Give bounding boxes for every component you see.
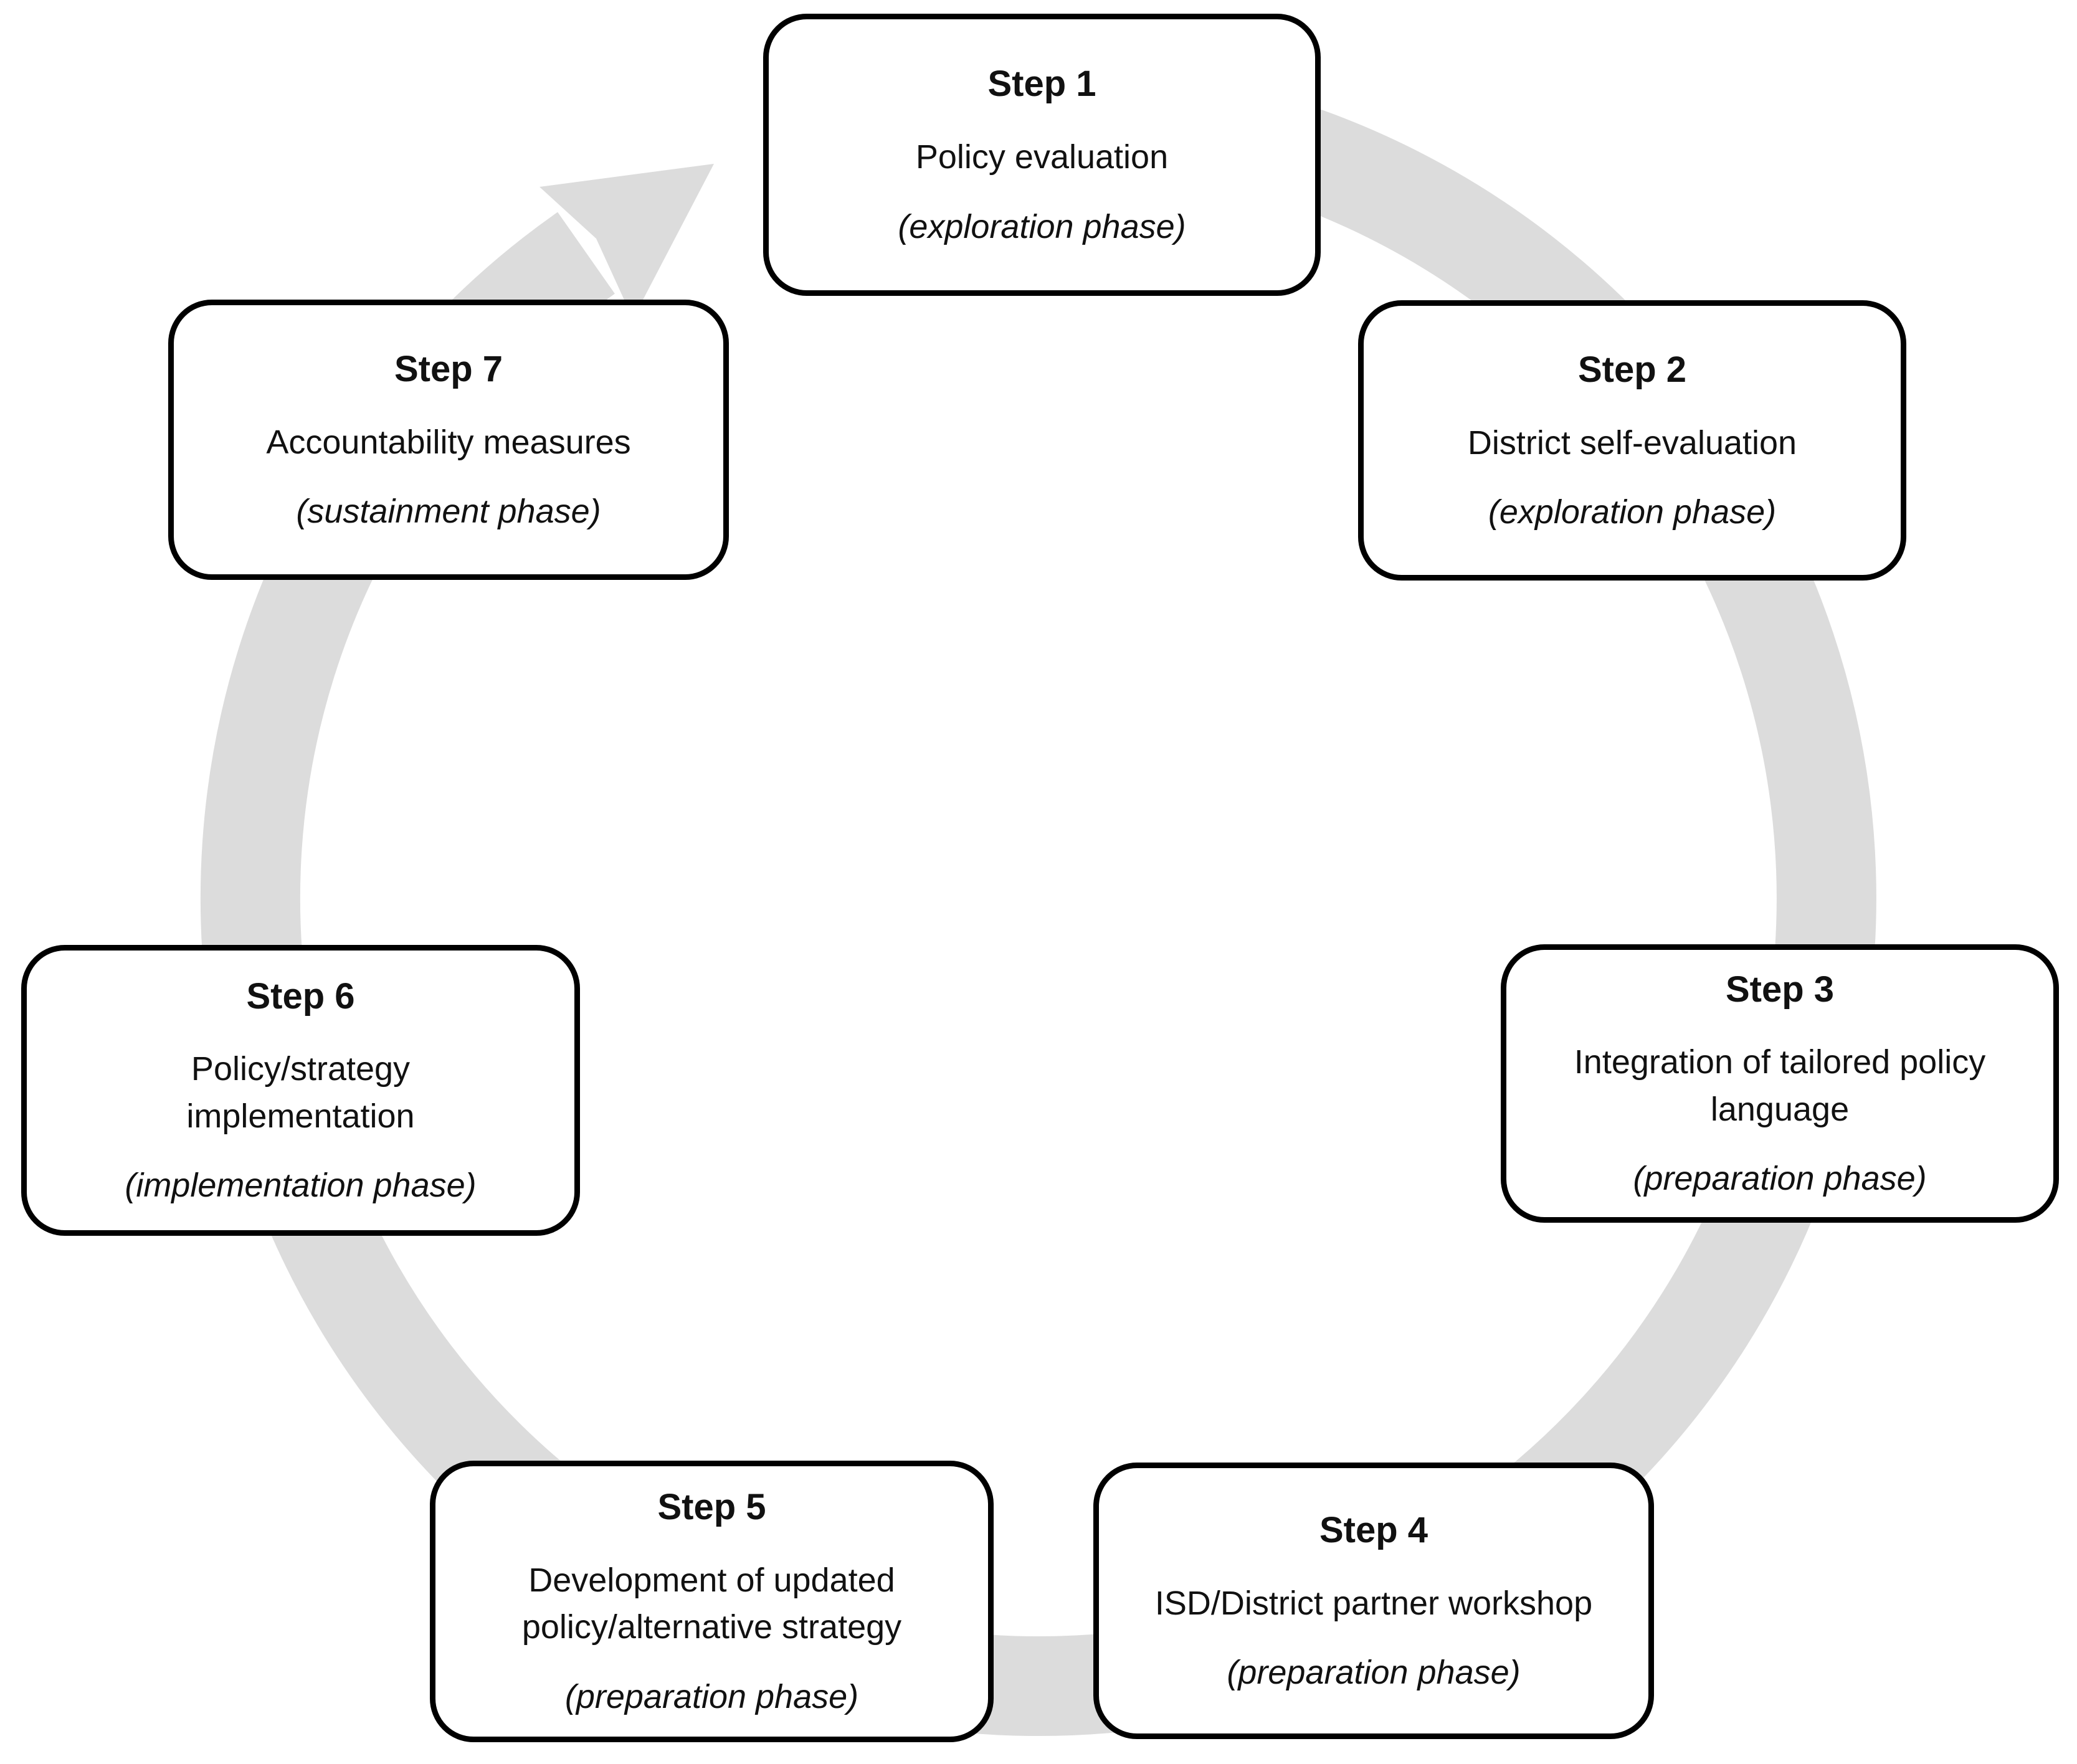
step-title: Step 6: [246, 975, 355, 1017]
step-phase: (sustainment phase): [296, 493, 601, 531]
step-box-2: Step 2 District self-evaluation (explora…: [1358, 300, 1906, 581]
step-title: Step 2: [1577, 349, 1687, 390]
step-title: Step 7: [394, 348, 503, 389]
step-description: Integration of tailored policy language: [1574, 1043, 1986, 1128]
step-box-3: Step 3 Integration of tailored policy la…: [1501, 944, 2059, 1223]
step-description: Development of updated policy/alternativ…: [521, 1561, 902, 1646]
step-box-6: Step 6 Policy/strategy implementation (i…: [21, 945, 580, 1236]
step-title: Step 3: [1725, 969, 1835, 1010]
step-box-4: Step 4 ISD/District partner workshop (pr…: [1093, 1463, 1654, 1739]
step-box-5: Step 5 Development of updated policy/alt…: [430, 1461, 994, 1742]
step-title: Step 5: [657, 1487, 766, 1528]
step-title: Step 1: [987, 64, 1096, 105]
step-description: Policy evaluation: [915, 138, 1169, 176]
arrowhead-icon: [539, 164, 714, 319]
step-description: ISD/District partner workshop: [1154, 1584, 1593, 1622]
step-description: District self-evaluation: [1467, 424, 1797, 462]
step-phase: (exploration phase): [1488, 493, 1777, 531]
step-description: Accountability measures: [266, 423, 631, 461]
step-description: Policy/strategy implementation: [186, 1050, 415, 1135]
step-phase: (preparation phase): [1633, 1160, 1927, 1198]
step-box-1: Step 1 Policy evaluation (exploration ph…: [763, 14, 1321, 296]
step-phase: (preparation phase): [564, 1677, 859, 1715]
step-phase: (exploration phase): [898, 207, 1186, 245]
step-box-7: Step 7 Accountability measures (sustainm…: [168, 300, 729, 580]
step-phase: (preparation phase): [1227, 1654, 1521, 1692]
step-title: Step 4: [1319, 1509, 1428, 1550]
step-phase: (implementation phase): [125, 1167, 477, 1205]
